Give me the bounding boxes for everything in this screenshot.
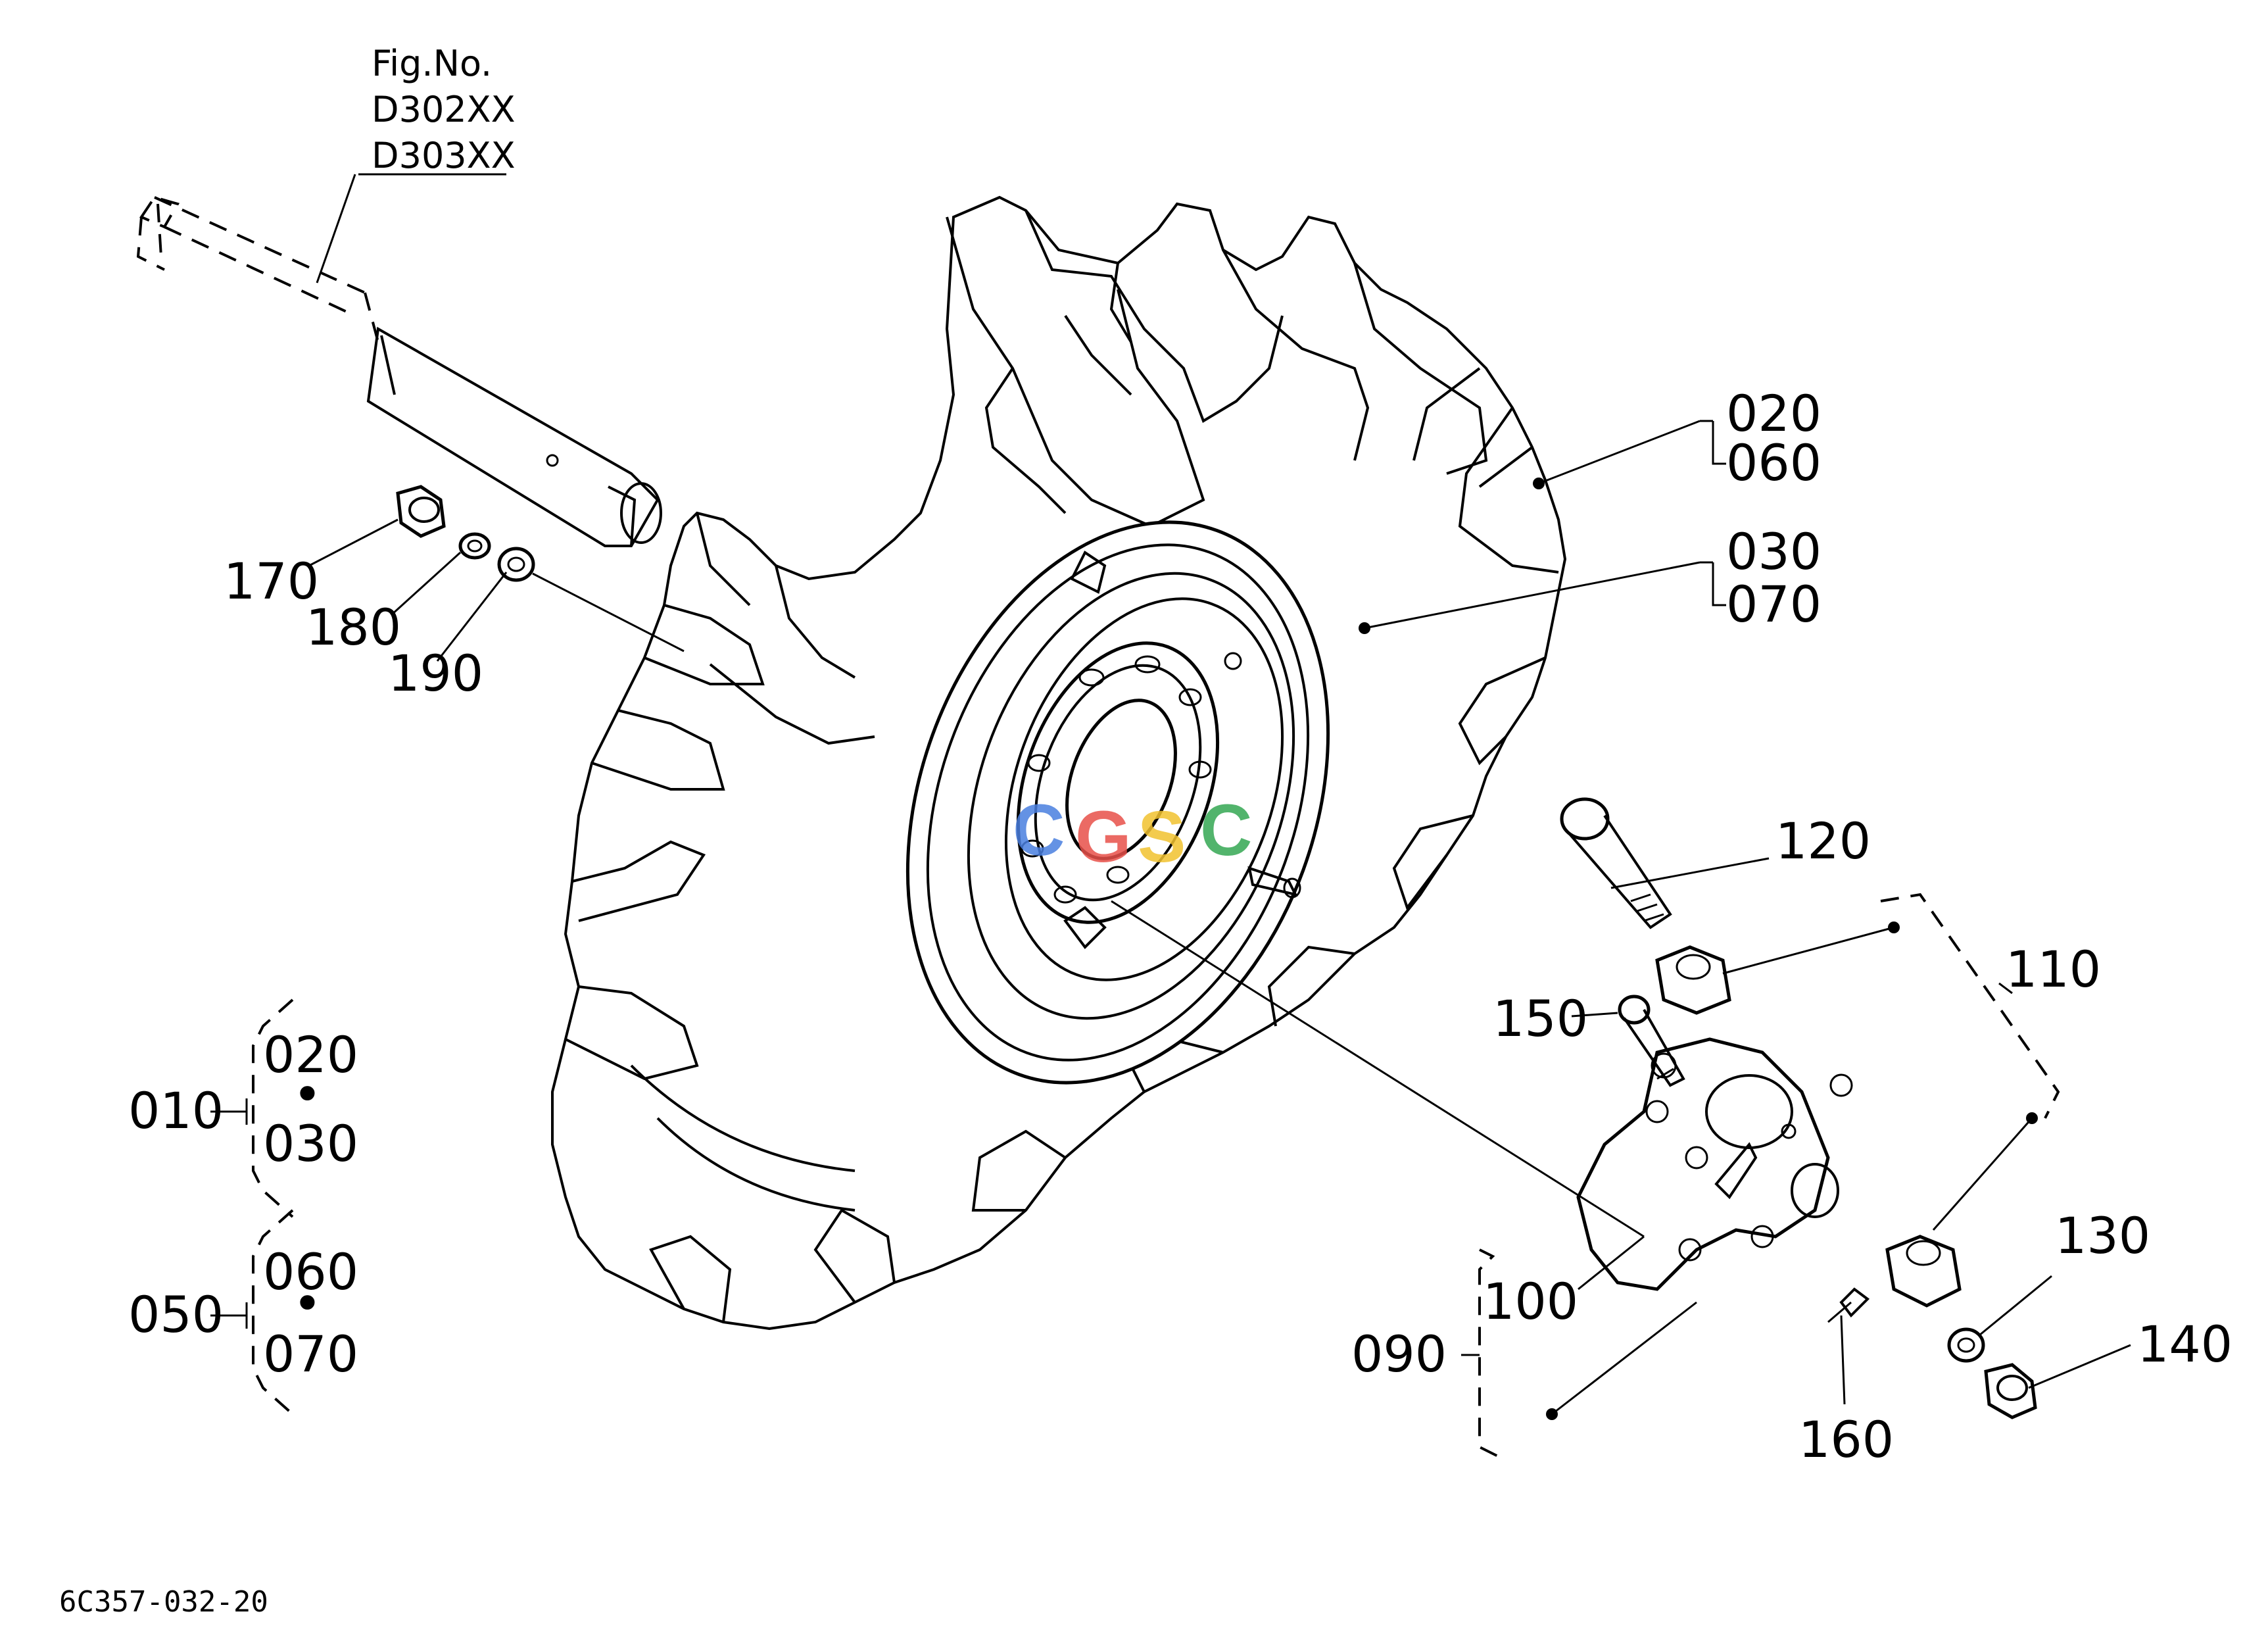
- group-050-bracket: [210, 1209, 294, 1415]
- callout-160: 160: [1798, 1410, 1894, 1469]
- tire: [551, 195, 1567, 1331]
- callout-110: 110: [2006, 940, 2101, 998]
- axle-shaft: [136, 173, 662, 547]
- callout-020: 020: [1726, 384, 1822, 443]
- callout-060: 060: [1726, 433, 1822, 492]
- nut-140: [1984, 1363, 2037, 1419]
- watermark-letter: C: [1200, 790, 1252, 871]
- callout-150: 150: [1493, 989, 1588, 1048]
- washer-130: [1947, 1327, 1985, 1363]
- hub-housing: [1576, 1037, 1853, 1291]
- nut-170: [396, 485, 446, 538]
- watermark-letter: C: [1013, 790, 1065, 871]
- callout-030: 030: [1726, 522, 1822, 581]
- fig-ref-line2: D302XX: [372, 89, 516, 130]
- group-010-sep: •: [293, 1065, 322, 1123]
- spacer-bottom: [1885, 1235, 1962, 1308]
- group-010-bottom: 030: [263, 1114, 358, 1173]
- callout-090: 090: [1351, 1325, 1447, 1383]
- drawing-code: 6C357-032-20: [59, 1585, 268, 1619]
- watermark-letter: S: [1138, 797, 1186, 877]
- watermark: C G S C: [1013, 790, 1252, 877]
- watermark-letter: G: [1075, 797, 1132, 877]
- callout-130: 130: [2055, 1206, 2150, 1265]
- group-010-top: 020: [263, 1025, 358, 1084]
- callout-170: 170: [224, 552, 319, 610]
- leader-lines: [308, 420, 2131, 1462]
- group-050-sep: •: [293, 1274, 322, 1333]
- washer-180: [458, 532, 491, 560]
- callout-140: 140: [2137, 1315, 2232, 1373]
- callout-070: 070: [1726, 575, 1822, 633]
- group-010-bracket: [210, 998, 294, 1218]
- washer-190: [497, 547, 535, 582]
- group-050-bottom: 070: [263, 1325, 358, 1383]
- callout-100: 100: [1483, 1272, 1578, 1331]
- wheel-rim: [905, 520, 1330, 1085]
- callout-180: 180: [306, 598, 401, 656]
- fig-ref-line1: Fig.No.: [372, 43, 492, 84]
- fig-ref-line3: D303XX: [372, 135, 516, 176]
- callout-120: 120: [1775, 812, 1871, 870]
- spacer-top: [1655, 945, 1731, 1015]
- pin-150: [1618, 995, 1685, 1087]
- group-050-top: 060: [263, 1242, 358, 1301]
- cotter-160: [1827, 1287, 1870, 1323]
- group-050-label: 050: [128, 1285, 224, 1344]
- callout-190: 190: [388, 644, 483, 702]
- group-010-label: 010: [128, 1081, 224, 1140]
- bolt-120: [1560, 797, 1672, 929]
